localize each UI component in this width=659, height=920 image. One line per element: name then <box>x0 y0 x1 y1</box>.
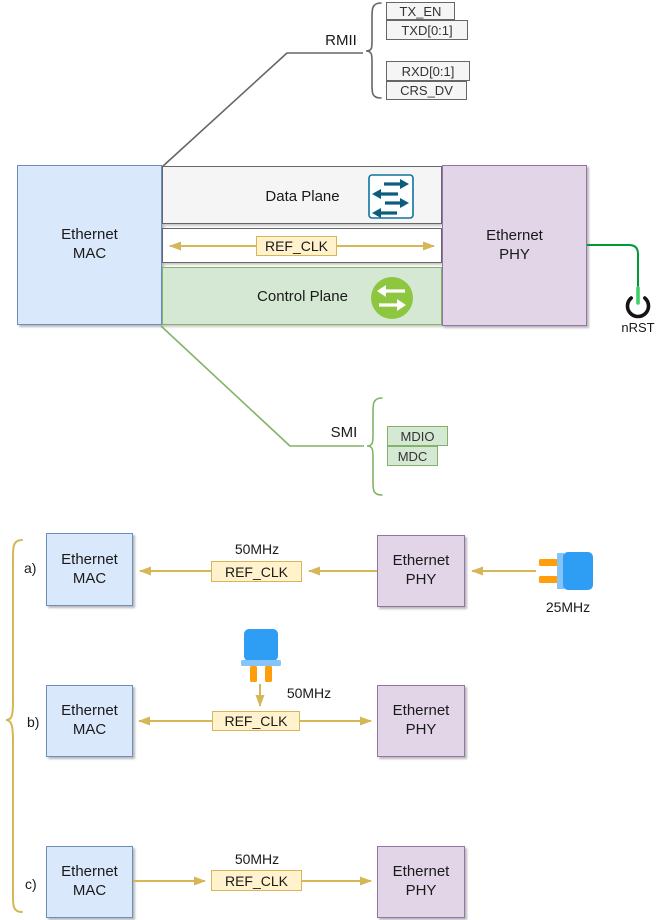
crystal-oscillator-icon-b <box>241 629 281 682</box>
signal-box-tx-en: TX_EN <box>386 2 455 20</box>
ethernet-mac-block-c: Ethernet MAC <box>46 846 133 918</box>
crystal-oscillator-icon-a <box>539 552 593 590</box>
scenario-label-a: a) <box>24 560 37 576</box>
ethernet-mac-block: Ethernet MAC <box>17 165 162 325</box>
signal-box-mdc: MDC <box>387 446 438 466</box>
smi-label: SMI <box>330 423 358 441</box>
signal-box-rxd: RXD[0:1] <box>386 61 470 81</box>
power-icon <box>625 286 651 319</box>
signal-box-txd: TXD[0:1] <box>386 20 468 40</box>
ref-clk-box-a: REF_CLK <box>211 561 302 582</box>
nrst-label: nRST <box>621 320 655 335</box>
ref-clk-box-main: REF_CLK <box>256 236 337 256</box>
ethernet-phy-block-a: Ethernet PHY <box>377 535 465 607</box>
rmii-label: RMII <box>325 31 357 49</box>
ref-clk-box-b: REF_CLK <box>212 711 300 731</box>
smi-brace <box>366 397 383 496</box>
rmii-connector-line <box>161 52 363 168</box>
scenarios-brace <box>5 539 23 913</box>
rmii-brace <box>365 2 382 99</box>
ethernet-phy-block-b: Ethernet PHY <box>377 685 465 757</box>
ethernet-mac-block-b: Ethernet MAC <box>46 685 133 757</box>
ethernet-mac-block-a: Ethernet MAC <box>46 533 133 606</box>
signal-box-crs-dv: CRS_DV <box>386 81 467 100</box>
freq-label-b: 50MHz <box>286 684 332 701</box>
ethernet-phy-block-c: Ethernet PHY <box>377 846 465 918</box>
signal-box-mdio: MDIO <box>387 426 448 446</box>
scenario-label-c: c) <box>25 876 37 892</box>
freq-label-a: 50MHz <box>234 540 280 557</box>
ref-clk-box-c: REF_CLK <box>211 870 302 891</box>
ethernet-phy-block: Ethernet PHY <box>442 165 587 326</box>
scenario-label-b: b) <box>27 714 40 730</box>
control-plane-label: Control Plane <box>257 287 348 305</box>
nrst-wire <box>587 244 639 289</box>
freq-label-c: 50MHz <box>234 850 280 867</box>
crystal-freq-label-a: 25MHz <box>545 598 591 615</box>
data-plane-label: Data Plane <box>265 187 340 205</box>
